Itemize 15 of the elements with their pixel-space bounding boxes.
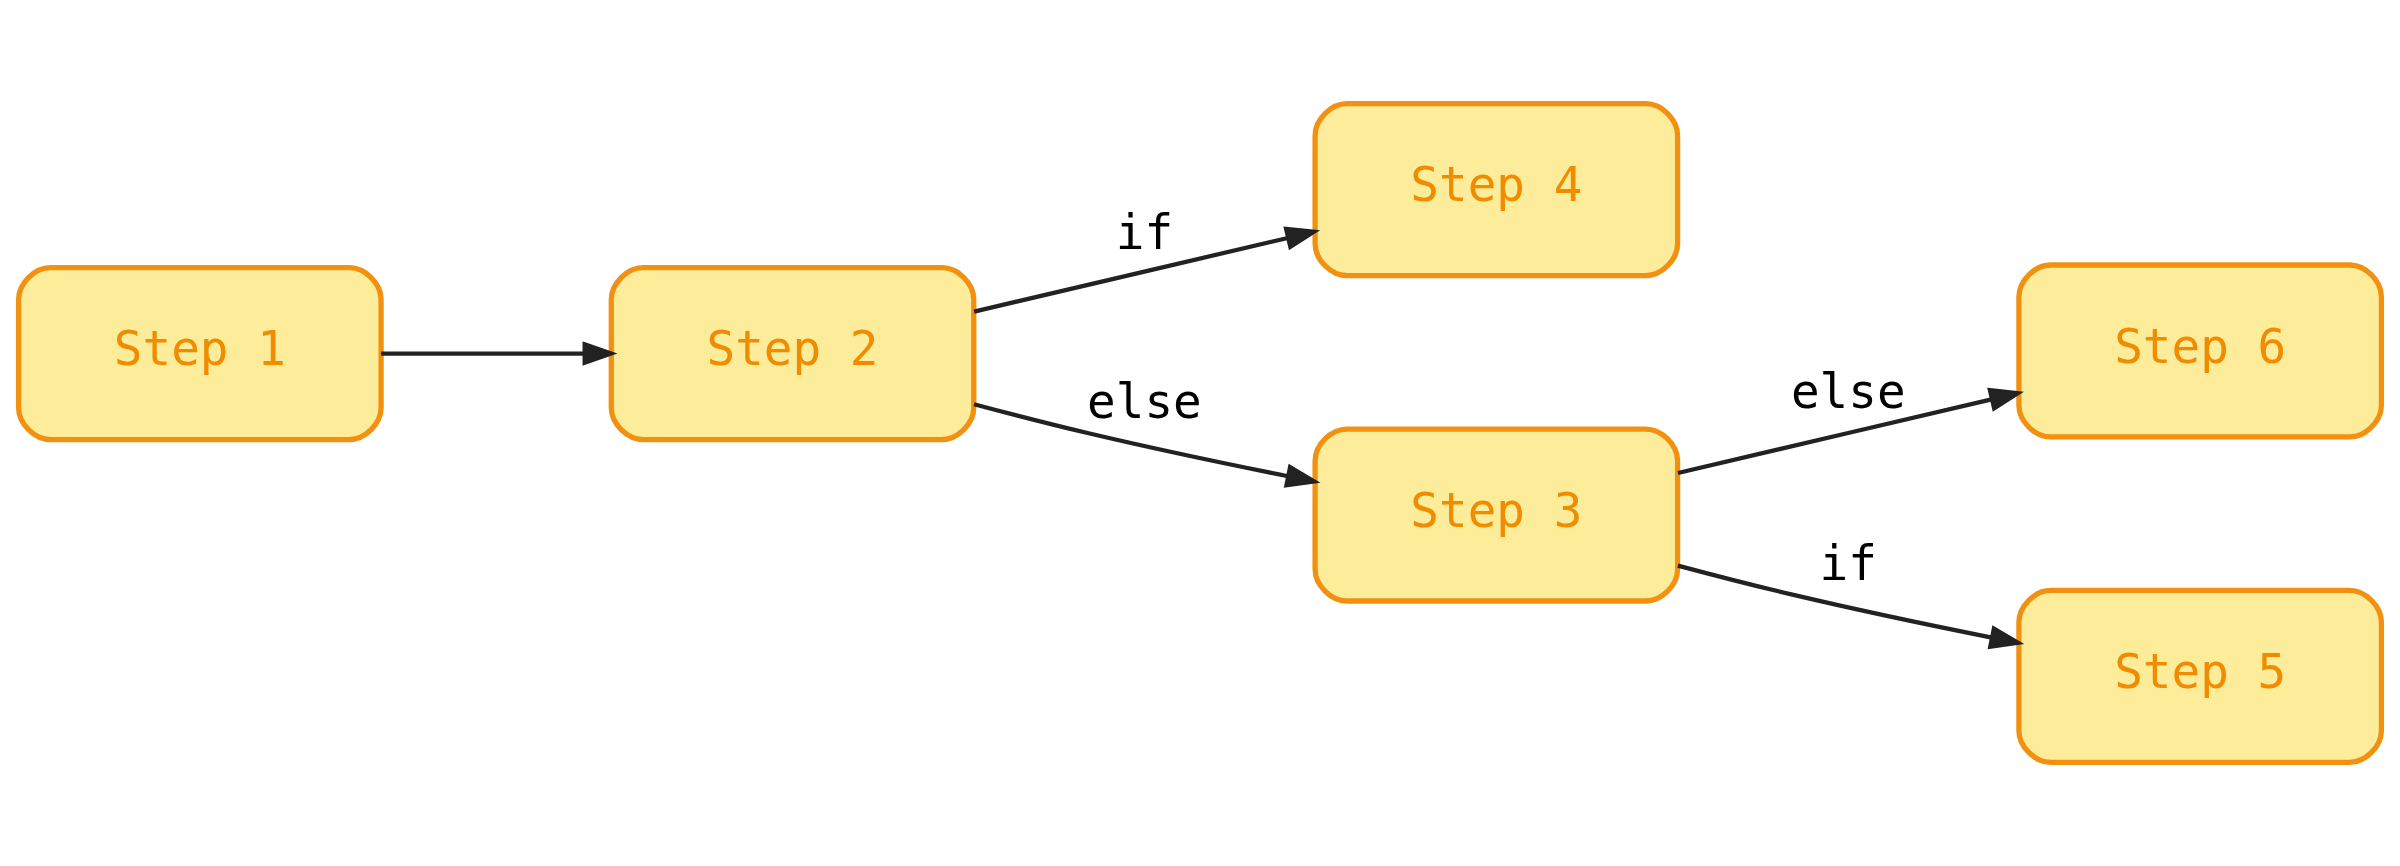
node-box: Step 3 [1312, 426, 1681, 604]
edge-label: if [1115, 204, 1174, 260]
arrow [973, 402, 1321, 488]
node-box: Step 2 [608, 265, 977, 443]
arrow [381, 341, 618, 366]
edge-label: else [1790, 363, 1906, 419]
edge-label: if [1819, 535, 1877, 591]
node-box: Step 5 [2016, 587, 2385, 766]
arrow [973, 226, 1321, 314]
arrow [1677, 563, 2025, 650]
edge-label: else [1087, 374, 1202, 430]
node-box: Step 1 [15, 265, 384, 443]
node-box: Step 4 [1312, 100, 1681, 279]
node-box: Step 6 [2016, 262, 2385, 440]
arrow [1677, 387, 2024, 476]
